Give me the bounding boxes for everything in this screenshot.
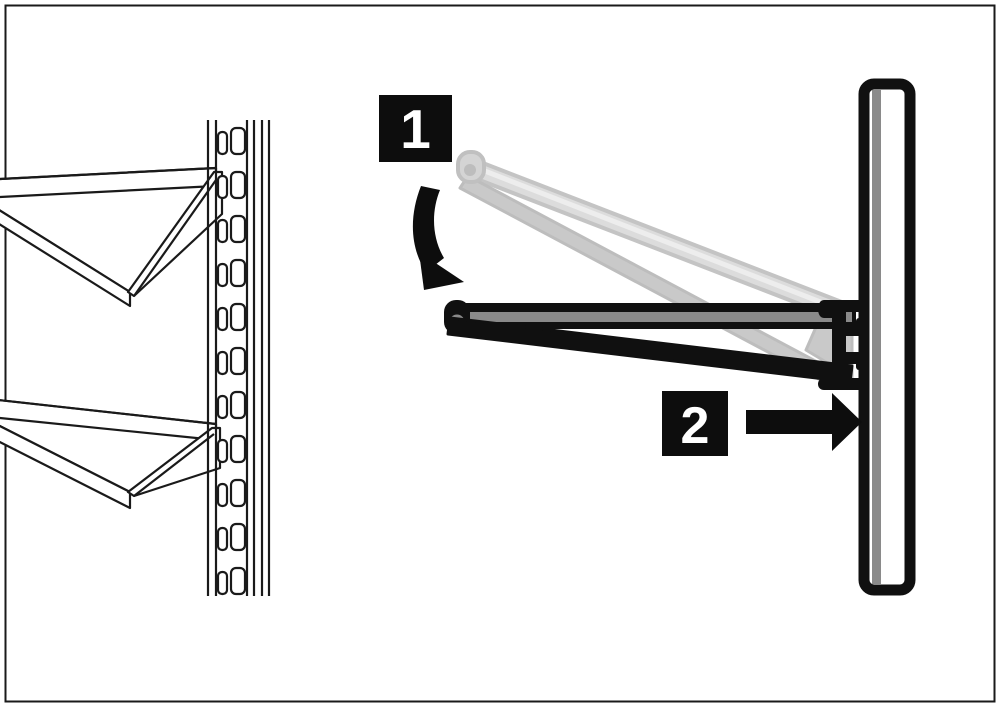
slot [229, 214, 247, 244]
push-arrow-head [832, 393, 862, 451]
lower-bracket-body [126, 426, 222, 498]
slot [229, 434, 247, 464]
step-badge-1-number: 1 [400, 98, 431, 160]
step-badge-1-background [379, 95, 452, 162]
push-arrow-icon [746, 393, 862, 451]
step-badge-2-background [662, 391, 728, 456]
slot [229, 170, 247, 200]
ghost-bracket-arm-highlight [471, 163, 847, 315]
wall-standard-inner-stripe [872, 90, 881, 584]
wall-standard-left-column [206, 120, 218, 596]
wall-standard-right-column [245, 120, 271, 596]
slot [216, 174, 229, 200]
page-border-frame [4, 4, 996, 703]
lower-shelf-front-lip [0, 424, 132, 510]
upper-shelf-back-edge [0, 166, 217, 181]
wall-standard-outline [858, 78, 916, 596]
lower-shelf-back-edge [0, 399, 217, 426]
rotation-arrow-icon [412, 186, 464, 290]
slot [216, 218, 229, 244]
lower-shelf-bracket [126, 426, 222, 498]
slot [216, 262, 229, 288]
slot [229, 346, 247, 376]
bracket-hook-block [818, 300, 868, 390]
step-badge-1: 1 [379, 95, 452, 162]
slot [229, 126, 247, 156]
standard-slot-column-narrow [216, 130, 229, 596]
slot [229, 258, 247, 288]
slot [216, 438, 229, 464]
slot [229, 390, 247, 420]
upper-shelf-fold-line [0, 184, 217, 199]
bracket-top-arm-inner-gray [456, 312, 852, 322]
slot [216, 394, 229, 420]
slot [216, 570, 229, 596]
vertical-wall-standard [858, 78, 916, 596]
slot [216, 306, 229, 332]
step-badge-2-number: 2 [681, 397, 710, 455]
slot [216, 482, 229, 508]
left-illustration-group [0, 120, 271, 596]
rotation-arrow-curve [412, 186, 444, 272]
upper-bracket-diagonal [133, 179, 217, 297]
push-arrow-shaft [746, 410, 836, 434]
ghost-bracket-pivot-dot [464, 164, 476, 176]
slot [229, 522, 247, 552]
slot [216, 350, 229, 376]
standard-slot-column-wide [229, 126, 247, 596]
upper-shelf-bracket [126, 170, 224, 298]
lower-bracket-diagonal [133, 433, 215, 497]
slot [229, 478, 247, 508]
lower-shelf-fold-line [0, 416, 217, 442]
slot [229, 566, 247, 596]
upper-shelf-front-lip [0, 209, 132, 308]
slot [216, 526, 229, 552]
rotation-arrow-head [419, 252, 464, 290]
slot [216, 130, 229, 156]
slot [229, 302, 247, 332]
step-badge-2: 2 [662, 391, 728, 456]
